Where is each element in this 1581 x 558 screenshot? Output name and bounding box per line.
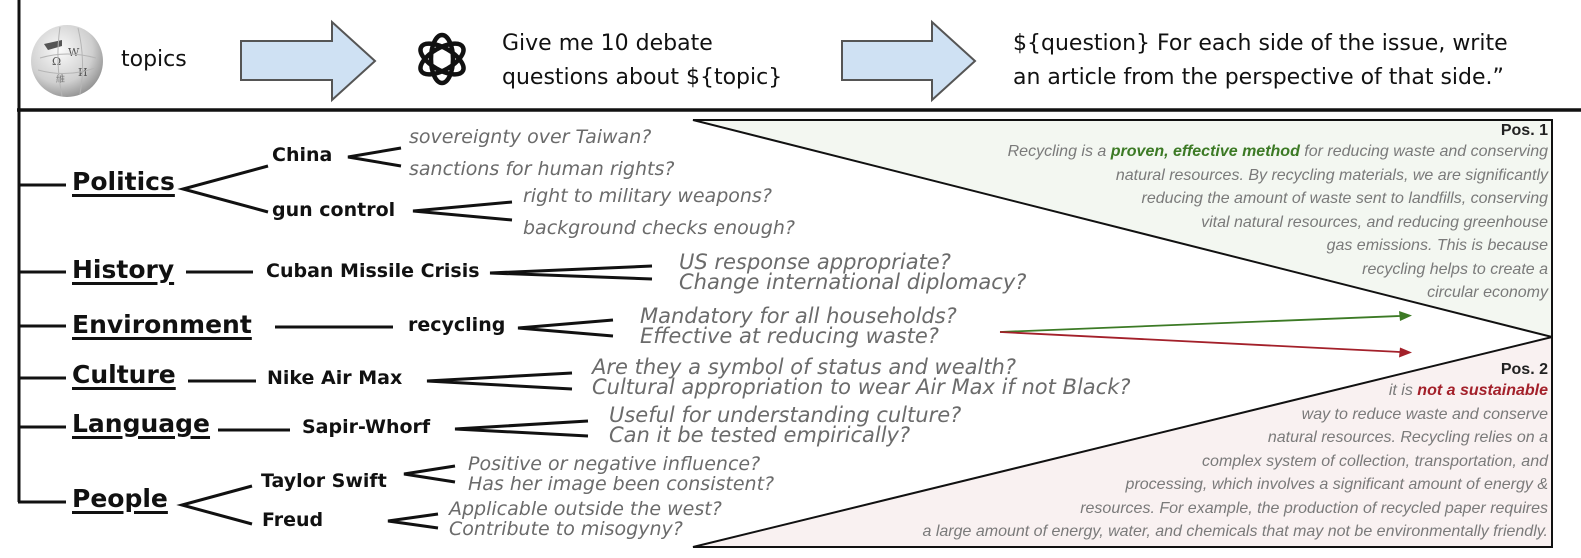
question: Has her image been consistent? [468,473,775,495]
questions-freud: Applicable outside the west? Contribute … [449,499,722,539]
topic-freud: Freud [262,509,324,531]
questions-china: sovereignty over Taiwan? sanctions for h… [409,121,674,185]
pos2-highlight: not a sustainable [1417,382,1548,399]
question: background checks enough? [523,217,795,239]
block-arrow-1 [240,19,377,103]
category-people: People [72,484,168,513]
pos2-panel: Pos. 2 it is not a sustainable way to re… [922,361,1548,544]
questions-sapir-whorf: Useful for understanding culture? Can it… [609,403,962,447]
pos2-line: natural resources. Recycling relies on a [1267,429,1548,446]
pos1-highlight: proven, effective method [1110,143,1300,160]
pos2-triangle [692,335,1553,548]
pos2-line: a large amount of energy, water, and che… [922,523,1548,540]
pos2-line: processing, which involves a significant… [1125,476,1548,493]
svg-text:維: 維 [56,73,65,85]
questions-recycling: Mandatory for all households? Effective … [640,304,957,348]
category-culture: Culture [72,360,176,389]
pos1-line: recycling helps to create a [1362,260,1548,278]
category-environment: Environment [72,310,252,339]
wikipedia-globe-icon: Ω W И 維 [31,25,103,97]
question: Can it be tested empirically? [609,423,911,447]
question: Useful for understanding culture? [609,403,962,427]
topic-cuban-missile-crisis: Cuban Missile Crisis [266,260,480,282]
topic-recycling: recycling [408,314,506,336]
step3-prompt: ${question} For each side of the issue, … [1013,27,1508,95]
topic-gun-control: gun control [272,199,396,221]
pos2-title: Pos. 2 [1500,361,1548,378]
pos2-line: resources. For example, the production o… [1080,499,1548,517]
questions-nike-air-max: Are they a symbol of status and wealth? … [592,355,1131,399]
pos2-line-first: it is not a sustainable [922,379,1548,403]
pos1-panel: Pos. 1 Recycling is a proven, effective … [1008,122,1548,305]
pos2-line: complex system of collection, transporta… [1202,452,1548,470]
question: Positive or negative influence? [468,453,761,475]
step1-label: topics [121,47,187,72]
question: Are they a symbol of status and wealth? [592,355,1017,379]
pos1-text: for reducing waste and conserving [1299,143,1548,160]
svg-text:Ω: Ω [52,55,61,68]
question: US response appropriate? [679,250,951,274]
category-history: History [72,255,175,284]
pos1-text: Recycling is a [1007,143,1111,160]
pos2-text: it is [1388,382,1418,399]
question: Cultural appropriation to wear Air Max i… [592,375,1131,399]
category-language: Language [72,409,211,438]
arrow-to-pos1 [999,311,1412,333]
pos1-triangle [692,119,1553,339]
step2-prompt: Give me 10 debate questions about ${topi… [502,27,782,95]
questions-taylor-swift: Positive or negative influence? Has her … [468,454,774,494]
pos1-line: circular economy [1427,284,1548,301]
question: sanctions for human rights? [409,158,675,180]
question: sovereignty over Taiwan? [409,126,652,148]
step3-prompt-line1: ${question} For each side of the issue, … [1013,31,1508,56]
arrow-to-pos2 [999,331,1412,358]
block-arrow-2 [841,19,977,103]
pos1-line: reducing the amount of waste sent to lan… [1141,190,1548,207]
step2-prompt-line1: Give me 10 debate [502,31,713,56]
svg-text:W: W [68,46,80,59]
pos1-title: Pos. 1 [1500,122,1548,139]
category-politics: Politics [72,167,175,196]
question: Contribute to misogyny? [449,518,683,540]
pos1-line: natural resources. By recycling material… [1115,166,1548,184]
topic-taylor-swift: Taylor Swift [261,470,387,492]
pos1-line: gas emissions. This is because [1326,237,1548,254]
question: Applicable outside the west? [449,498,722,520]
question: right to military weapons? [523,185,772,207]
openai-logo-icon [418,32,466,86]
question: Mandatory for all households? [640,304,957,328]
pos1-line-first: Recycling is a proven, effective method … [1008,140,1548,164]
topic-sapir-whorf: Sapir-Whorf [302,416,431,438]
question: Change international diplomacy? [679,270,1027,294]
questions-cuban-missile-crisis: US response appropriate? Change internat… [679,250,1027,294]
topic-china: China [272,144,333,166]
topic-nike-air-max: Nike Air Max [267,367,403,389]
pos1-line: vital natural resources, and reducing gr… [1201,213,1548,231]
step3-prompt-line2: an article from the perspective of that … [1013,65,1504,90]
question: Effective at reducing waste? [640,324,939,348]
step2-prompt-line2: questions about ${topic} [502,65,783,90]
questions-gun-control: right to military weapons? background ch… [523,180,795,244]
pos2-line: way to reduce waste and conserve [1301,405,1548,423]
